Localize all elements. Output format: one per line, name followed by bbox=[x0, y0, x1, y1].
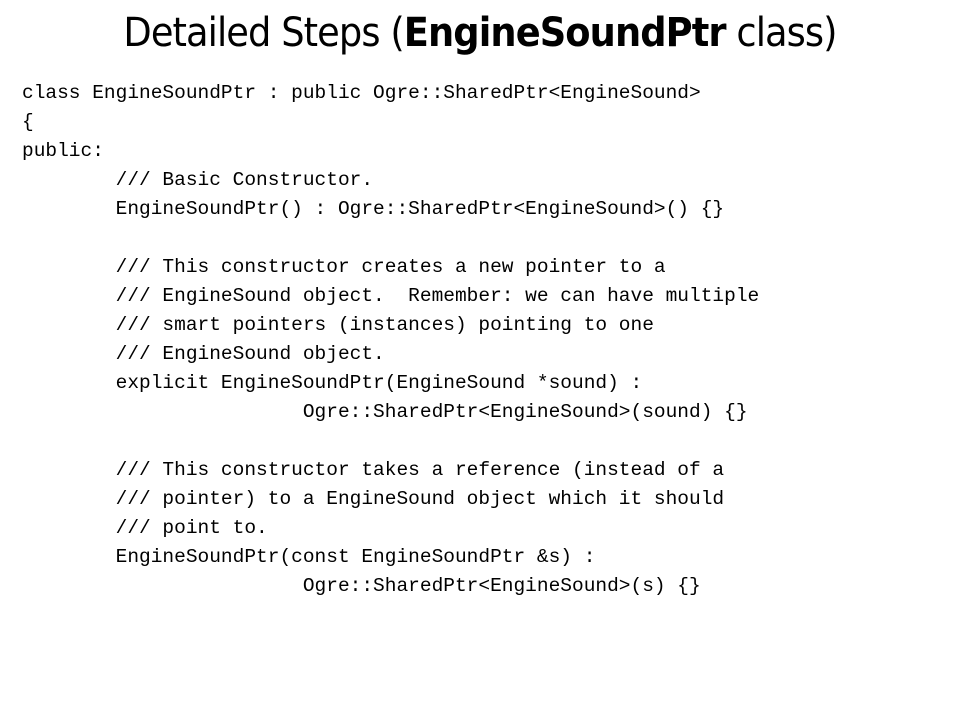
code-line-5: EngineSoundPtr() : Ogre::SharedPtr<Engin… bbox=[22, 198, 725, 220]
title-bold-classname: EngineSoundPtr bbox=[403, 10, 727, 56]
slide-title: Detailed Steps (EngineSoundPtr class) bbox=[38, 10, 921, 56]
code-line-3: public: bbox=[22, 140, 104, 162]
code-line-4: /// Basic Constructor. bbox=[22, 169, 374, 191]
title-suffix: class) bbox=[725, 10, 837, 56]
code-line-10: /// EngineSound object. bbox=[22, 343, 385, 365]
code-line-7: /// This constructor creates a new point… bbox=[22, 256, 666, 278]
code-line-16: /// point to. bbox=[22, 517, 268, 539]
code-line-14: /// This constructor takes a reference (… bbox=[22, 459, 725, 481]
code-line-9: /// smart pointers (instances) pointing … bbox=[22, 314, 654, 336]
code-line-15: /// pointer) to a EngineSound object whi… bbox=[22, 488, 725, 510]
code-line-1: class EngineSoundPtr : public Ogre::Shar… bbox=[22, 82, 701, 104]
code-line-8: /// EngineSound object. Remember: we can… bbox=[22, 285, 760, 307]
code-line-18: Ogre::SharedPtr<EngineSound>(s) {} bbox=[22, 575, 701, 597]
code-line-17: EngineSoundPtr(const EngineSoundPtr &s) … bbox=[22, 546, 596, 568]
code-line-2: { bbox=[22, 111, 34, 133]
code-line-11: explicit EngineSoundPtr(EngineSound *sou… bbox=[22, 372, 643, 394]
code-line-12: Ogre::SharedPtr<EngineSound>(sound) {} bbox=[22, 401, 748, 423]
title-prefix: Detailed Steps ( bbox=[123, 10, 404, 56]
